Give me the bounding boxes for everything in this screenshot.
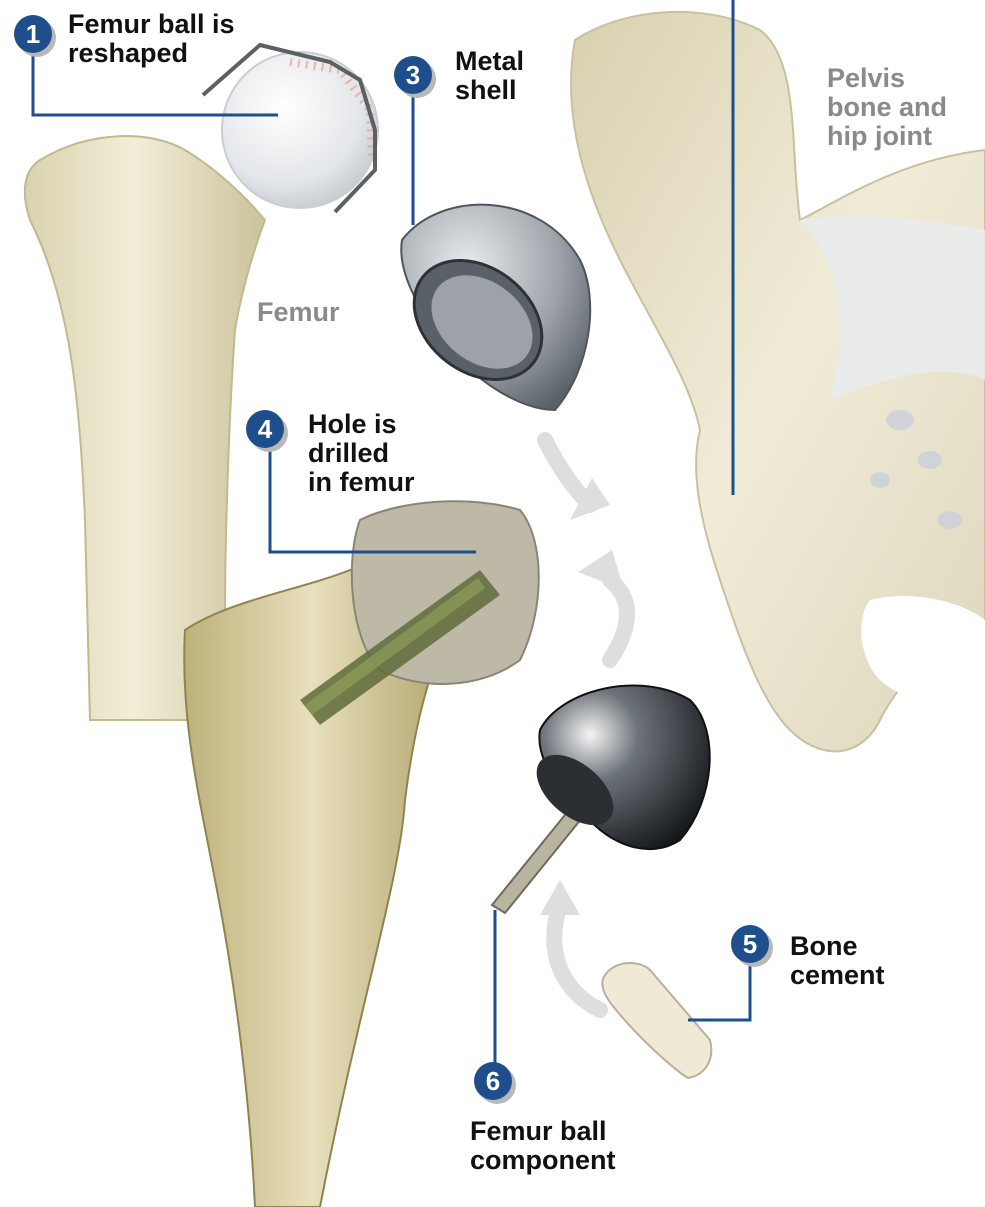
femur-label: Femur bbox=[257, 298, 340, 327]
step1-label-line-1: Femur ball is bbox=[68, 10, 235, 39]
step1-label: Femur ball is reshaped bbox=[68, 10, 235, 68]
step4-label-line-2: drilled bbox=[308, 439, 415, 468]
metal-shell-illustration bbox=[391, 205, 590, 410]
step4-label-line-1: Hole is bbox=[308, 410, 415, 439]
femur-ball-component-illustration bbox=[492, 686, 710, 913]
pelvis-label-line-1: Pelvis bbox=[827, 64, 947, 93]
step4-label: Hole is drilled in femur bbox=[308, 410, 415, 497]
femur-lower-illustration bbox=[184, 501, 539, 1207]
step5-label-line-2: cement bbox=[790, 961, 885, 990]
step1-label-line-2: reshaped bbox=[68, 39, 235, 68]
pelvis-label-line-3: hip joint bbox=[827, 122, 947, 151]
pelvis-label-line-2: bone and bbox=[827, 93, 947, 122]
step-badge-3: 3 bbox=[394, 56, 432, 94]
step6-label-line-1: Femur ball bbox=[470, 1117, 616, 1146]
step4-label-line-3: in femur bbox=[308, 468, 415, 497]
step6-label: Femur ball component bbox=[470, 1117, 616, 1175]
step-badge-1: 1 bbox=[14, 15, 52, 53]
pelvis-label: Pelvis bone and hip joint bbox=[827, 64, 947, 151]
step5-label-line-1: Bone bbox=[790, 932, 885, 961]
step-badge-6: 6 bbox=[474, 1062, 512, 1100]
step-badge-5: 5 bbox=[731, 925, 769, 963]
step3-label-line-2: shell bbox=[455, 76, 524, 105]
step3-label-line-1: Metal bbox=[455, 47, 524, 76]
step3-label: Metal shell bbox=[455, 47, 524, 105]
step5-label: Bone cement bbox=[790, 932, 885, 990]
step6-label-line-2: component bbox=[470, 1146, 616, 1175]
step-badge-4: 4 bbox=[246, 410, 284, 448]
leader-step5 bbox=[688, 955, 750, 1020]
